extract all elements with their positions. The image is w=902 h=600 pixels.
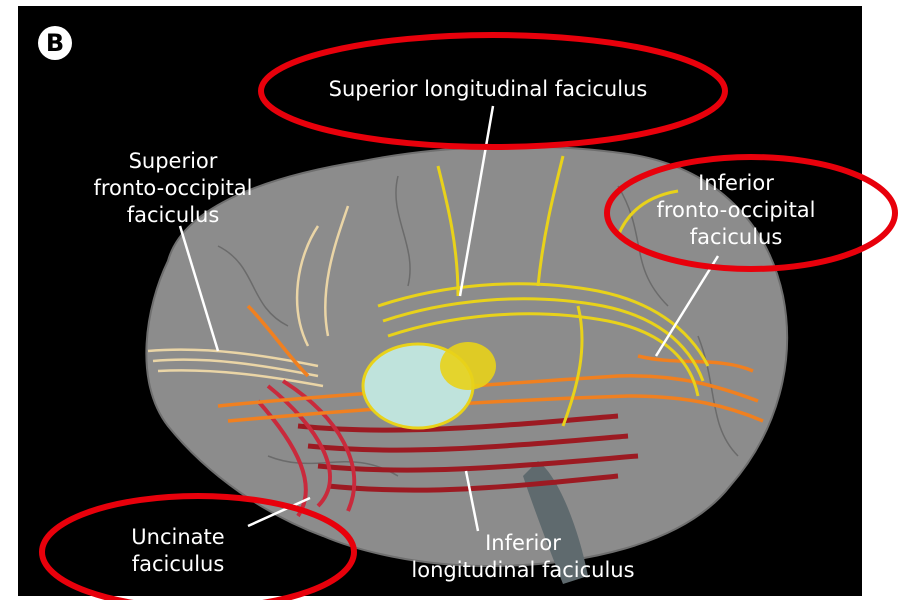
highlight-ellipse-unc — [42, 496, 354, 600]
highlight-ellipse-ifof — [607, 157, 895, 269]
highlight-ellipse-slf — [261, 35, 725, 147]
